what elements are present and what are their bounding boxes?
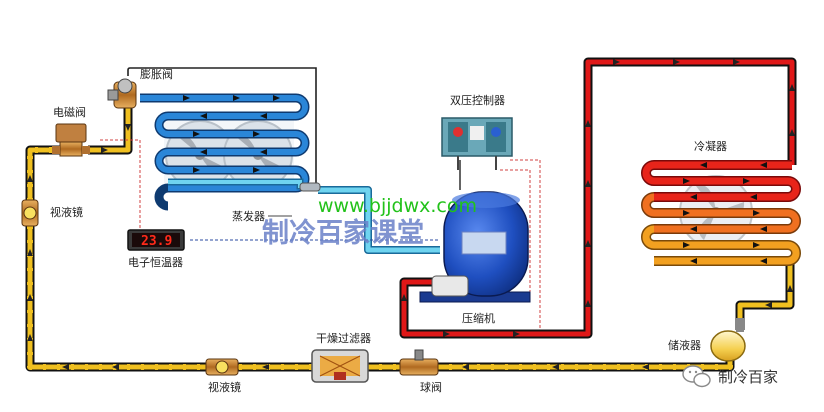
expansion-valve-icon bbox=[107, 78, 137, 109]
dual-pressure-controller-icon bbox=[441, 117, 513, 170]
watermark-url: www.bjjdwx.com bbox=[318, 195, 477, 217]
brand-name: 制冷百家 bbox=[718, 368, 778, 386]
liquid-receiver-icon bbox=[710, 318, 746, 362]
liquid-flow-arrows bbox=[27, 124, 793, 370]
discharge-line bbox=[399, 57, 797, 339]
condenser-label: 冷凝器 bbox=[694, 139, 727, 153]
filter-drier-label: 干燥过滤器 bbox=[316, 332, 371, 345]
condenser-coil bbox=[641, 160, 801, 266]
ball-valve-label: 球阀 bbox=[420, 380, 442, 394]
solenoid-valve-label: 电磁阀 bbox=[53, 105, 86, 119]
wechat-icon bbox=[682, 365, 711, 388]
thermostat-reading: 23.9 bbox=[141, 234, 172, 249]
liquid-receiver-label: 储液器 bbox=[668, 338, 701, 352]
watermark-text: 制冷百家课堂 bbox=[262, 217, 424, 249]
solenoid-valve-icon bbox=[52, 123, 90, 157]
compressor-icon bbox=[419, 191, 531, 303]
sight-glass-left-icon bbox=[21, 199, 39, 227]
compressor-label: 压缩机 bbox=[462, 311, 495, 325]
evaporator-label: 蒸发器 bbox=[232, 209, 265, 223]
sight-glass-bottom-label: 视液镜 bbox=[208, 380, 241, 394]
sight-glass-bottom-icon bbox=[205, 358, 239, 376]
ball-valve-icon bbox=[399, 349, 439, 376]
dual-pressure-controller-label: 双压控制器 bbox=[450, 93, 505, 107]
filter-drier-icon bbox=[311, 349, 369, 383]
evaporator-coil bbox=[140, 93, 321, 211]
suction-line bbox=[318, 186, 440, 254]
thermostat-display: 23.9 bbox=[127, 229, 185, 251]
sight-glass-left-label: 视液镜 bbox=[50, 205, 83, 219]
control-wiring bbox=[100, 67, 541, 330]
expansion-valve-label: 膨胀阀 bbox=[140, 67, 173, 81]
thermostat-label: 电子恒温器 bbox=[128, 256, 183, 269]
